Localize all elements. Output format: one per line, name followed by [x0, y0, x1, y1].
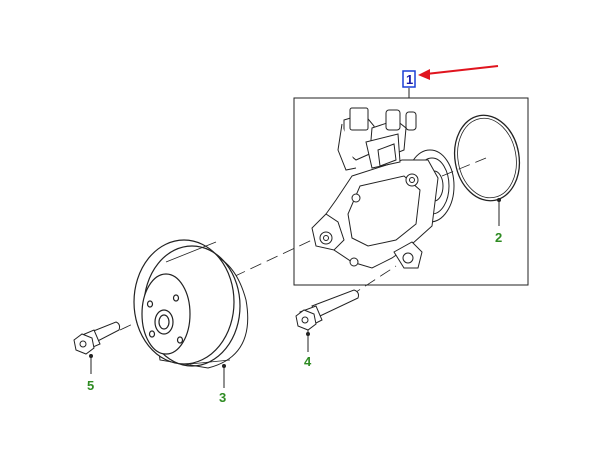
short-bolt	[73, 321, 121, 355]
long-bolt	[295, 289, 359, 331]
callout-1-highlight-box	[402, 70, 416, 88]
callout-1[interactable]: 1	[402, 70, 416, 98]
callout-3[interactable]: 3	[219, 364, 226, 405]
callout-1-label: 1	[406, 72, 413, 87]
assembly-frame	[293, 97, 529, 286]
water-pump-body	[311, 107, 455, 269]
pointer-arrow	[418, 65, 499, 80]
callout-5-label: 5	[87, 378, 94, 393]
assembly-axis-lines	[119, 157, 487, 331]
callout-4-label: 4	[304, 354, 312, 369]
callout-2-label: 2	[495, 230, 502, 245]
pulley	[133, 239, 249, 369]
callout-2[interactable]: 2	[495, 198, 502, 245]
o-ring-gasket	[453, 114, 521, 202]
callout-3-label: 3	[219, 390, 226, 405]
callout-5[interactable]: 5	[87, 354, 94, 393]
callout-4[interactable]: 4	[304, 330, 312, 369]
